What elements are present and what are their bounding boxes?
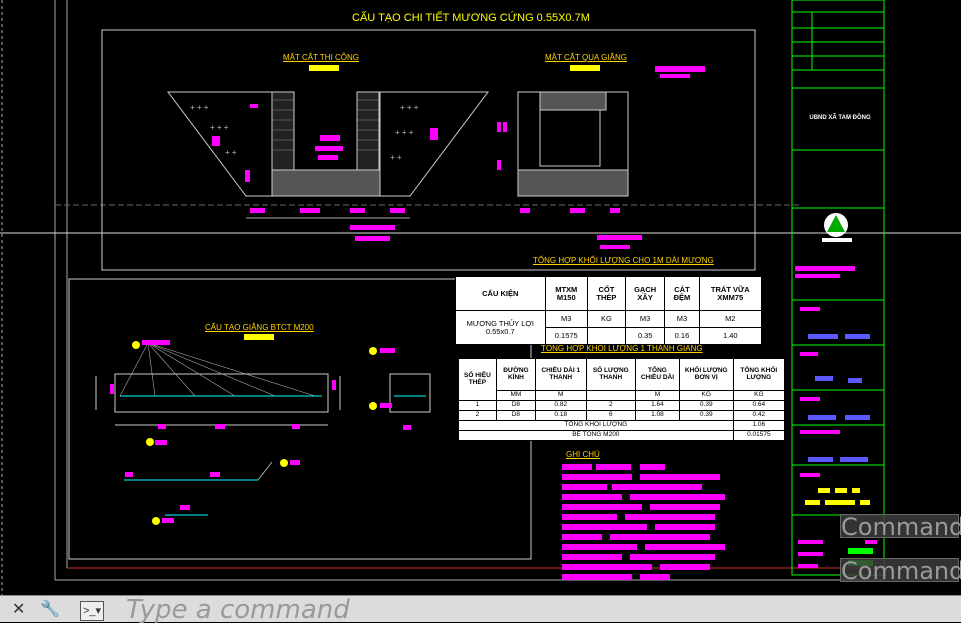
volume-table-per-beam: SỐ HIỆU THÉP ĐƯỜNG KÍNH CHIỀU DÀI 1 THAN…	[458, 358, 786, 441]
t2-header: TỔNG CHIỀU DÀI	[635, 358, 680, 391]
t1-unit: M2	[698, 310, 763, 328]
table-1-title: TỔNG HỢP KHỐI LƯỢNG CHO 1M DÀI MƯƠNG	[533, 256, 714, 265]
t2-cell: 2	[458, 410, 497, 421]
section-2-label: MẶT CẮT QUA GIẰNG	[545, 53, 627, 62]
t2-unit: KG	[678, 390, 734, 401]
svg-text:+ + +: + + +	[395, 128, 414, 137]
table-row: 2 D8 0.18 6 1.08 0.39 0.42	[458, 410, 786, 421]
svg-text:+ +: + +	[390, 153, 402, 162]
t1-value	[587, 327, 626, 345]
t1-header: TRÁT VỮA XMM75	[698, 276, 763, 311]
notes-block	[562, 464, 725, 580]
t2-cell: 0.64	[732, 400, 786, 411]
volume-table-per-meter: CẤU KIỆN MTXM M150 CỐT THÉP GẠCH XÂY CÁT…	[455, 276, 763, 345]
t1-header: GẠCH XÂY	[624, 276, 666, 311]
section-1-label: MẶT CẮT THI CÔNG	[283, 53, 360, 62]
command-input[interactable]	[126, 597, 826, 623]
t2-header: CHIỀU DÀI 1 THANH	[535, 358, 587, 391]
t2-cell: 0.42	[732, 410, 786, 421]
command-bar: ✕ 🔧 >_▾	[0, 595, 961, 623]
svg-text:+ + +: + + +	[210, 123, 229, 132]
beam-scale	[244, 334, 274, 340]
t1-value: 0.16	[664, 327, 700, 345]
t1-unit: M3	[664, 310, 700, 328]
table-row: 1 D8 0.82 2 1.64 0.39 0.64	[458, 400, 786, 411]
t2-header: TỔNG KHỐI LƯỢNG	[732, 358, 786, 391]
notes-label: GHI CHÚ	[566, 450, 600, 459]
section-2-scale	[570, 65, 600, 71]
t1-header: CỐT THÉP	[587, 276, 626, 311]
t2-cell: D8	[495, 400, 537, 411]
svg-text:+ + +: + + +	[400, 103, 419, 112]
t1-unit: M3	[544, 310, 589, 328]
t2-cell: 0.18	[535, 410, 587, 421]
t2-unit: M	[635, 390, 680, 401]
section-2-drawing	[503, 66, 705, 249]
t1-value: 0.35	[624, 327, 666, 345]
svg-text:+ +: + +	[225, 148, 237, 157]
t2-unit: MM	[495, 390, 537, 401]
command-tooltip: Command	[840, 513, 961, 541]
t1-header: CẤU KIỆN	[455, 276, 546, 311]
t2-total-value: 1.06	[732, 420, 786, 431]
close-icon[interactable]: ✕	[12, 601, 26, 618]
svg-text:+ + +: + + +	[190, 103, 209, 112]
beam-label: CẤU TẠO GIẰNG BTCT M200	[205, 323, 314, 332]
t2-cell: 1.08	[635, 410, 680, 421]
table-2-title: TỔNG HỢP KHỐI LƯỢNG 1 THANH GIẰNG	[541, 344, 703, 353]
title-block	[791, 0, 885, 576]
t2-cell: 6	[585, 410, 637, 421]
t2-cell: 0.39	[678, 400, 734, 411]
t2-concrete-label: BÊ TÔNG M200	[458, 430, 734, 441]
t2-header: ĐƯỜNG KÍNH	[495, 358, 537, 391]
t2-unit: KG	[732, 390, 786, 401]
section-1-drawing: + + + + + + + + + + + + + + + +	[167, 91, 501, 241]
t2-header: KHỐI LƯỢNG ĐƠN VỊ	[678, 358, 734, 391]
t1-row-label: MƯƠNG THỦY LỢI 0.55x0.7	[455, 310, 546, 345]
t2-unit	[585, 390, 637, 401]
wrench-icon[interactable]: 🔧	[40, 601, 60, 618]
t2-cell: D8	[495, 410, 537, 421]
beam-drawing	[95, 342, 431, 516]
t2-total-label: TỔNG KHỐI LƯỢNG	[458, 420, 734, 431]
logo-icon	[822, 213, 852, 242]
t1-header: MTXM M150	[544, 276, 589, 311]
stamp-name: UBND XÃ TAM ĐỒNG	[809, 115, 871, 121]
t2-concrete-value: 0.01575	[732, 430, 786, 441]
t2-unit: M	[535, 390, 587, 401]
t2-cell: 0.39	[678, 410, 734, 421]
t2-header: SỐ LƯỢNG THANH	[585, 358, 637, 391]
drawing-title: CẤU TẠO CHI TIẾT MƯƠNG CỨNG 0.55X0.7M	[352, 12, 590, 24]
t1-value: 0.1575	[544, 327, 589, 345]
drawing-canvas[interactable]: + + + + + + + + + + + + + + + +	[0, 0, 961, 595]
t1-unit: KG	[587, 310, 626, 328]
command-tooltip: Command	[840, 557, 961, 585]
t2-cell: 0.82	[535, 400, 587, 411]
t2-cell: 1	[458, 400, 497, 411]
t2-cell: 1.64	[635, 400, 680, 411]
t1-value: 1.40	[698, 327, 763, 345]
command-prompt-icon[interactable]: >_▾	[80, 601, 105, 621]
t2-cell: 2	[585, 400, 637, 411]
t2-header: SỐ HIỆU THÉP	[458, 358, 497, 401]
t1-header: CÁT ĐỆM	[664, 276, 700, 311]
section-1-scale	[309, 65, 339, 71]
t1-unit: M3	[624, 310, 666, 328]
